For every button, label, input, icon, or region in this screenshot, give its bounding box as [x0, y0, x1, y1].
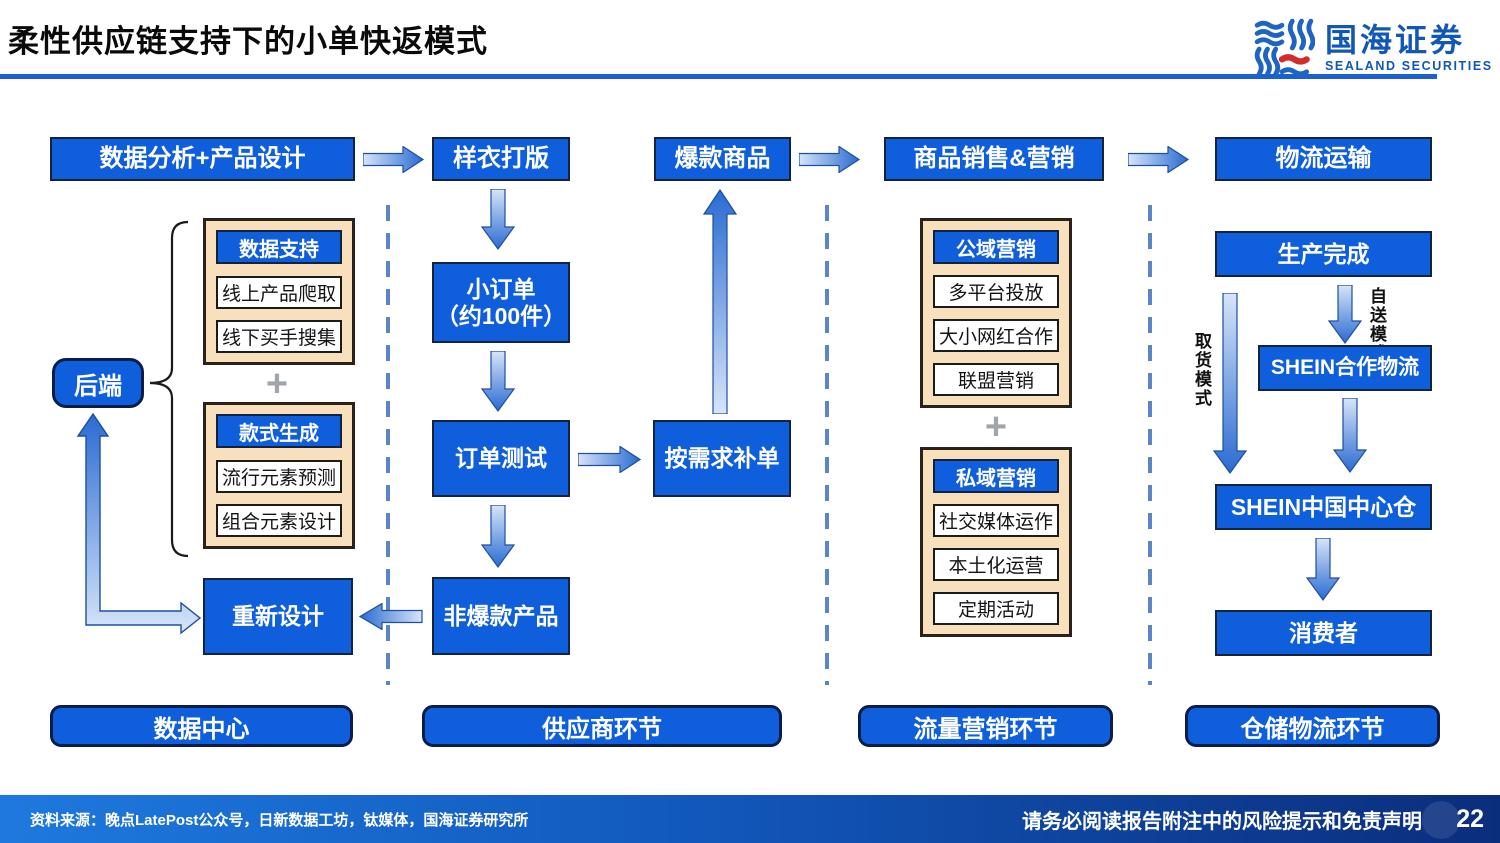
footer-bar	[0, 795, 1500, 843]
arrow-down-long-icon	[1212, 293, 1248, 475]
node-replenish-on-demand: 按需求补单	[653, 420, 791, 497]
arrow-right-icon	[578, 446, 642, 473]
panel-style-generation: 款式生成 流行元素预测 组合元素设计	[203, 402, 355, 549]
arrow-right-icon	[799, 146, 861, 173]
node-data-analysis-design: 数据分析+产品设计	[50, 137, 355, 181]
node-small-order: 小订单 （约100件）	[432, 262, 570, 343]
footer-watermark	[1422, 801, 1460, 839]
source-note: 资料来源：晚点LatePost公众号，日新数据工坊，钛媒体，国海证券研究所	[30, 811, 529, 829]
arrow-down-icon	[1327, 285, 1363, 345]
node-backend: 后端	[52, 358, 144, 408]
node-redesign: 重新设计	[203, 578, 353, 655]
label-pickup-mode: 取货模式	[1192, 332, 1211, 408]
node-non-hot-product: 非爆款产品	[432, 577, 570, 655]
panel-item: 线下买手搜集	[216, 320, 342, 353]
node-sample-patterning: 样衣打版	[432, 137, 570, 181]
panel-item: 社交媒体运作	[933, 504, 1059, 537]
arrow-down-icon	[1305, 538, 1341, 602]
node-sales-marketing: 商品销售&营销	[884, 137, 1104, 181]
panel-header: 私域营销	[933, 459, 1059, 493]
brand-logo-icon	[1254, 18, 1315, 77]
panel-private-marketing: 私域营销 社交媒体运作 本土化运营 定期活动	[920, 447, 1072, 637]
arrow-down-icon	[480, 189, 516, 251]
panel-item: 联盟营销	[933, 363, 1059, 396]
page-number: 22	[1456, 804, 1484, 833]
arrow-down-icon	[1332, 398, 1368, 474]
small-order-line2: （约100件）	[435, 302, 567, 329]
arrow-right-icon	[363, 146, 425, 173]
node-shein-china-hub: SHEIN中国中心仓	[1215, 484, 1432, 530]
brand-name-cn: 国海证券	[1325, 21, 1466, 58]
section-divider	[825, 205, 829, 685]
plus-icon: +	[265, 363, 289, 405]
section-divider	[1148, 205, 1152, 685]
arrow-left-icon	[358, 603, 423, 630]
arrow-up-long-icon	[702, 188, 738, 414]
plus-icon: +	[984, 406, 1008, 448]
page-title: 柔性供应链支持下的小单快返模式	[8, 24, 488, 59]
panel-item: 多平台投放	[933, 275, 1059, 308]
panel-item: 组合元素设计	[216, 504, 342, 537]
node-order-test: 订单测试	[432, 420, 570, 497]
brand-logo: 国海证券 SEALAND SECURITIES	[1253, 17, 1493, 79]
node-hot-product: 爆款商品	[654, 137, 791, 181]
title-underline	[0, 74, 1437, 79]
arrow-down-icon	[480, 351, 516, 413]
section-divider	[386, 205, 390, 685]
brand-logo-text: 国海证券 SEALAND SECURITIES	[1325, 24, 1493, 73]
section-label-data-center: 数据中心	[50, 705, 353, 747]
panel-item: 流行元素预测	[216, 459, 342, 493]
panel-data-support: 数据支持 线上产品爬取 线下买手搜集	[203, 218, 355, 365]
brand-name-en: SEALAND SECURITIES	[1325, 58, 1493, 73]
node-logistics-transport: 物流运输	[1215, 137, 1432, 181]
brace-icon	[149, 220, 189, 558]
panel-header: 公域营销	[933, 230, 1059, 264]
section-label-supplier: 供应商环节	[422, 705, 782, 747]
node-shein-partner-logistics: SHEIN合作物流	[1258, 345, 1432, 391]
panel-public-marketing: 公域营销 多平台投放 大小网红合作 联盟营销	[920, 218, 1072, 408]
arrow-feedback-elbow-icon	[76, 412, 202, 635]
disclaimer-text: 请务必阅读报告附注中的风险提示和免责声明	[1022, 810, 1422, 833]
panel-item: 定期活动	[933, 592, 1059, 625]
node-production-complete: 生产完成	[1215, 231, 1432, 277]
panel-header: 款式生成	[216, 414, 342, 448]
arrow-down-icon	[480, 505, 516, 569]
arrow-right-icon	[1128, 146, 1190, 173]
panel-header: 数据支持	[216, 230, 342, 264]
section-label-traffic-marketing: 流量营销环节	[858, 705, 1113, 747]
node-consumer: 消费者	[1215, 610, 1432, 656]
small-order-line1: 小订单	[466, 276, 536, 303]
label-self-delivery-mode: 自送模式	[1367, 287, 1386, 363]
section-label-warehouse-logistics: 仓储物流环节	[1185, 705, 1440, 747]
panel-item: 线上产品爬取	[216, 275, 342, 309]
panel-item: 本土化运营	[933, 548, 1059, 581]
panel-item: 大小网红合作	[933, 319, 1059, 352]
